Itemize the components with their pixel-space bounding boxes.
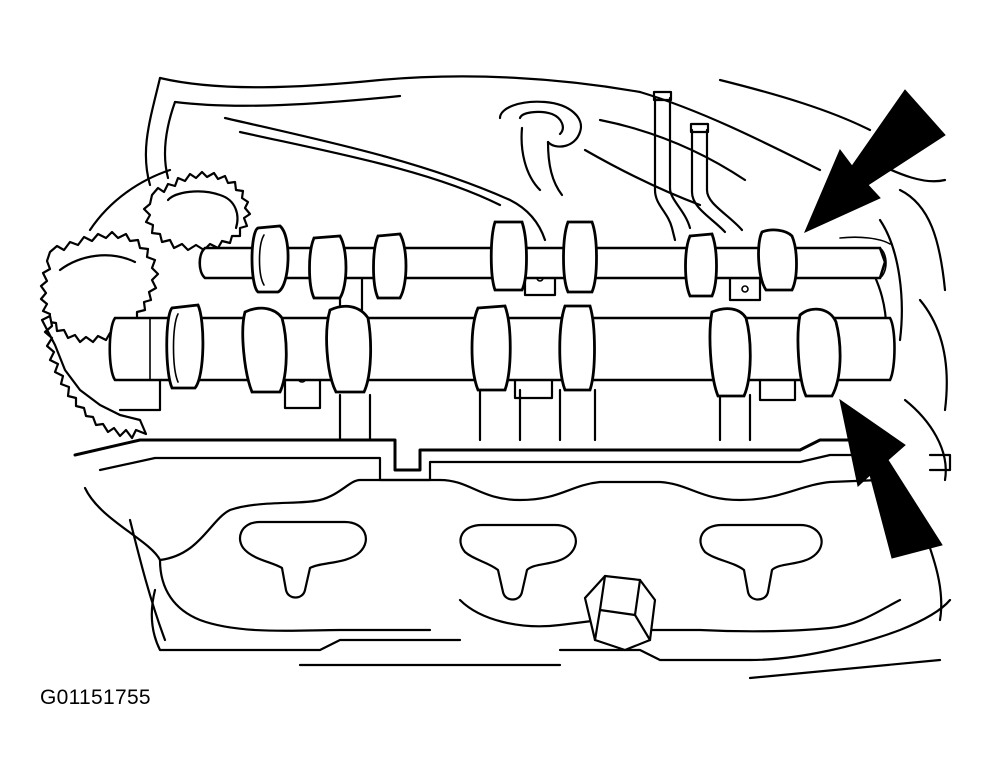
lower-arrow (839, 398, 943, 559)
front-camshaft (108, 303, 896, 398)
rear-camshaft (198, 220, 891, 300)
rear-sprocket (142, 170, 252, 252)
cylinder-head-outline (73, 75, 952, 680)
upper-arrow (804, 89, 946, 233)
figure-id-label: G01151755 (40, 686, 151, 709)
